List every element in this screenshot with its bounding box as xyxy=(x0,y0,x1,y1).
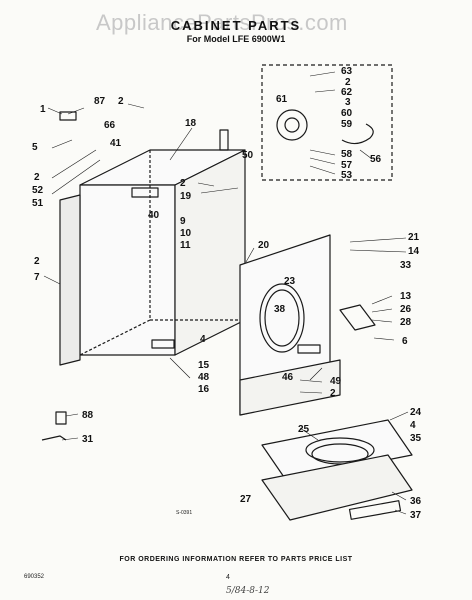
callout-label: 49 xyxy=(330,376,342,387)
callout-label: 57 xyxy=(341,160,353,171)
callout-label: 2 xyxy=(34,172,40,183)
callout-label: 18 xyxy=(185,118,197,129)
handwritten-note: 5/84-8-12 xyxy=(226,586,270,596)
model-subtitle: For Model LFE 6900W1 xyxy=(186,34,286,44)
document-number: 690352 xyxy=(24,574,45,580)
callout-label: 87 xyxy=(94,96,106,107)
callout-label: 23 xyxy=(284,276,296,287)
callout-label: 1 xyxy=(40,104,46,115)
callout-label: 4 xyxy=(410,420,416,431)
watermark: AppliancePartsPros.com xyxy=(96,10,348,35)
bottom-cover xyxy=(261,454,413,521)
callout-label: 37 xyxy=(410,510,422,521)
callout-label: 46 xyxy=(282,372,294,383)
callout-label: 7 xyxy=(34,272,40,283)
callout-label: 2 xyxy=(180,178,186,189)
foot-bracket xyxy=(151,339,175,349)
callout-label: 5 xyxy=(32,142,38,153)
figure-code: S-0391 xyxy=(176,510,193,516)
callout-label: 3 xyxy=(345,97,351,108)
callout-label: 36 xyxy=(410,496,422,507)
callout-label: 66 xyxy=(104,120,116,131)
callout-label: 88 xyxy=(82,410,94,421)
callout-label: 61 xyxy=(276,94,288,105)
callout-label: 16 xyxy=(198,384,210,395)
hinge-part-50 xyxy=(219,129,229,151)
callout-label: 6 xyxy=(402,336,408,347)
callout-label: 52 xyxy=(32,185,44,196)
panel-bracket xyxy=(297,344,321,354)
bottom-bracket xyxy=(348,500,402,520)
cabinet-side-panel xyxy=(59,194,81,366)
callout-label: 14 xyxy=(408,246,420,257)
callout-label: 51 xyxy=(32,198,44,209)
motor-assembly xyxy=(276,109,308,141)
callout-label: 63 xyxy=(341,66,353,77)
callout-label: 58 xyxy=(341,149,353,160)
callout-label: 31 xyxy=(82,434,94,445)
callout-label: 4 xyxy=(200,334,206,345)
callout-numbers: 1 87 2 66 41 18 5 2 52 51 40 2 19 50 9 1… xyxy=(32,66,422,521)
motor-inset-frame xyxy=(261,64,393,181)
hose-clip-31 xyxy=(41,435,67,441)
drive-belt xyxy=(341,123,374,145)
callout-label: 41 xyxy=(110,138,122,149)
door-opening xyxy=(259,283,305,353)
diagram-title: CABINET PARTS xyxy=(170,18,302,33)
small-clip-88 xyxy=(55,411,67,425)
callout-label: 40 xyxy=(148,210,160,221)
callout-label: 25 xyxy=(298,424,310,435)
callout-label: 38 xyxy=(274,304,286,315)
door-latch-assembly xyxy=(339,304,376,331)
callout-label: 2 xyxy=(330,388,336,399)
callout-label: 19 xyxy=(180,191,192,202)
base-plate xyxy=(261,419,413,481)
callout-label: 27 xyxy=(240,494,252,505)
callout-label: 35 xyxy=(410,433,422,444)
callout-label: 50 xyxy=(242,150,254,161)
latch-part xyxy=(59,111,77,121)
callout-label: 15 xyxy=(198,360,210,371)
tub-ring xyxy=(305,437,375,463)
callout-label: 28 xyxy=(400,317,412,328)
cabinet-bracket xyxy=(131,187,159,198)
ordering-info-footer: FOR ORDERING INFORMATION REFER TO PARTS … xyxy=(119,556,353,563)
callout-label: 13 xyxy=(400,291,412,302)
callout-label: 9 xyxy=(180,216,186,227)
callout-label: 2 xyxy=(345,77,351,88)
callout-label: 10 xyxy=(180,228,192,239)
callout-label: 48 xyxy=(198,372,210,383)
callout-label: 21 xyxy=(408,232,420,243)
toe-panel xyxy=(239,359,341,416)
callout-label: 53 xyxy=(341,170,353,181)
callout-label: 60 xyxy=(341,108,353,119)
callout-label: 56 xyxy=(370,154,382,165)
callout-label: 11 xyxy=(180,240,191,251)
callout-label: 24 xyxy=(410,407,422,418)
callout-label: 26 xyxy=(400,304,412,315)
callout-label: 20 xyxy=(258,240,270,251)
callout-label: 2 xyxy=(34,256,40,267)
callout-label: 2 xyxy=(118,96,124,107)
callout-label: 59 xyxy=(341,119,353,130)
callout-label: 62 xyxy=(341,87,353,98)
page-number: 4 xyxy=(226,574,230,581)
cabinet-front-face xyxy=(79,184,176,356)
callout-label: 33 xyxy=(400,260,412,271)
